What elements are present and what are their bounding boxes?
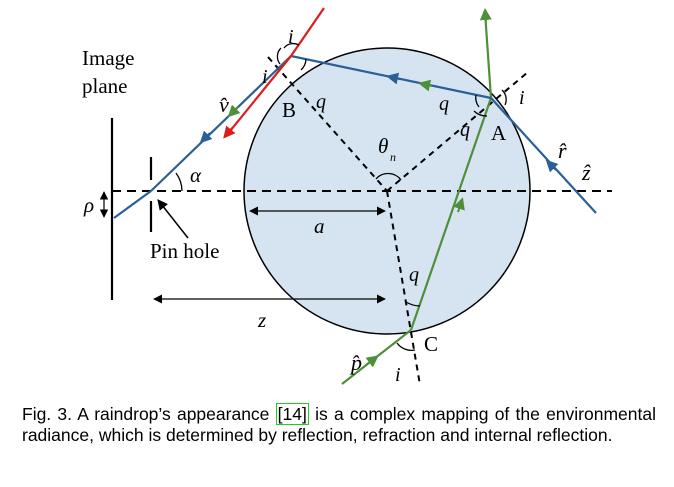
blue-ray-to-image: [113, 190, 152, 219]
red-ray: [290, 7, 325, 57]
r-hat-label: r̂: [558, 138, 567, 163]
rho-label: ρ: [83, 193, 94, 217]
angle-arc-theta: [375, 172, 402, 181]
caption-suffix: is a complex mapping of the environmenta…: [22, 404, 656, 445]
green-ray-exit: [483, 11, 493, 99]
angle-arc-B-inside: [300, 58, 307, 71]
angle-arc-C-lower: [396, 342, 416, 351]
angle-arc-C-upper: [405, 301, 421, 307]
q-B-label: q: [316, 91, 326, 113]
angle-arc-B-left: [276, 47, 282, 65]
angle-arc-A-lower: [473, 110, 488, 117]
z-hat-label: ẑ: [581, 160, 591, 185]
angle-arc-A-left: [475, 94, 480, 108]
angle-arc-B-top: [283, 42, 300, 49]
i-C-label: i: [395, 364, 401, 386]
p-hat-label: p̂: [349, 350, 362, 375]
pin-hole-label: Pin hole: [150, 239, 219, 263]
q-A-lower-label: q: [460, 119, 470, 141]
normal-A: [386, 71, 529, 192]
caption-prefix: Fig. 3. A raindrop’s appearance: [22, 404, 276, 424]
q-C-label: q: [409, 264, 419, 286]
i-A-label: i: [519, 87, 525, 109]
raindrop-diagram: Image plane Pin hole ρ α v̂ r̂ ẑ p̂ A B …: [82, 7, 612, 386]
q-A-left-label: q: [439, 93, 449, 115]
normal-B: [267, 56, 388, 192]
a-label: a: [314, 214, 325, 238]
v-hat-label: v̂: [219, 92, 229, 117]
angle-arc-A-right: [501, 89, 507, 106]
angle-arc-alpha: [175, 172, 183, 192]
i-B-top-label: i: [288, 26, 294, 48]
citation-link[interactable]: [14]: [275, 403, 309, 425]
image-plane-label-2: plane: [82, 74, 127, 98]
point-C-label: C: [424, 332, 438, 356]
red-ray-lower: [225, 55, 292, 137]
pin-hole-pointer: [157, 199, 189, 239]
i-B-left-label: i: [262, 66, 268, 88]
z-label: z: [257, 308, 266, 332]
theta-subscript: n: [390, 150, 396, 164]
alpha-label: α: [190, 163, 202, 187]
green-ray-inside: [409, 97, 493, 331]
image-plane-label-1: Image: [82, 46, 134, 70]
point-A-label: A: [491, 121, 507, 145]
figure-caption: Fig. 3. A raindrop’s appearance [14] is …: [22, 403, 656, 446]
blue-ray-to-camera: [150, 55, 292, 192]
blue-ray-incoming: [490, 97, 597, 214]
point-B-label: B: [282, 98, 296, 122]
theta-label: θ: [378, 134, 388, 158]
